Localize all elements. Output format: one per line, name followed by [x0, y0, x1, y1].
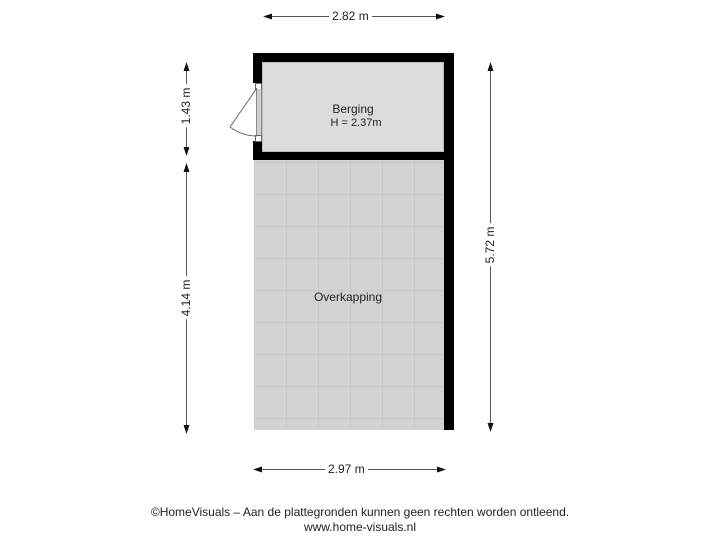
wall-left-lower [253, 141, 262, 160]
wall-right [444, 53, 454, 430]
wall-storage-bottom [253, 152, 444, 160]
door [255, 83, 262, 142]
arrow-down-icon [183, 147, 190, 156]
door-leaf [256, 89, 262, 135]
door-jamb-bottom [255, 135, 262, 142]
storage-room-name: Berging [332, 102, 374, 116]
arrow-down-icon [183, 425, 190, 434]
arrow-up-icon [183, 62, 190, 71]
arrow-left-icon [263, 13, 272, 20]
canopy-floor [254, 160, 444, 430]
storage-room-height: H = 2.37m [330, 117, 382, 129]
arrow-right-icon [436, 13, 445, 20]
arrow-down-icon [487, 423, 494, 432]
arrow-up-icon [183, 163, 190, 172]
dimension-label: 5.72 m [483, 223, 497, 267]
wall-left-upper [253, 53, 262, 83]
arrow-left-icon [253, 466, 262, 473]
footer-disclaimer: ©HomeVisuals – Aan de plattegronden kunn… [150, 505, 570, 519]
dimension-label: 2.82 m [329, 9, 372, 23]
dimension-label: 1.43 m [179, 84, 193, 128]
footer-website: www.home-visuals.nl [303, 520, 417, 534]
door-swing-icon [229, 87, 258, 137]
canopy-room-name: Overkapping [313, 290, 383, 304]
dimension-label: 2.97 m [325, 462, 368, 476]
wall-top [253, 53, 454, 62]
arrow-up-icon [487, 62, 494, 71]
storage-floor [262, 62, 444, 152]
dimension-label: 4.14 m [179, 276, 193, 320]
arrow-right-icon [437, 466, 446, 473]
